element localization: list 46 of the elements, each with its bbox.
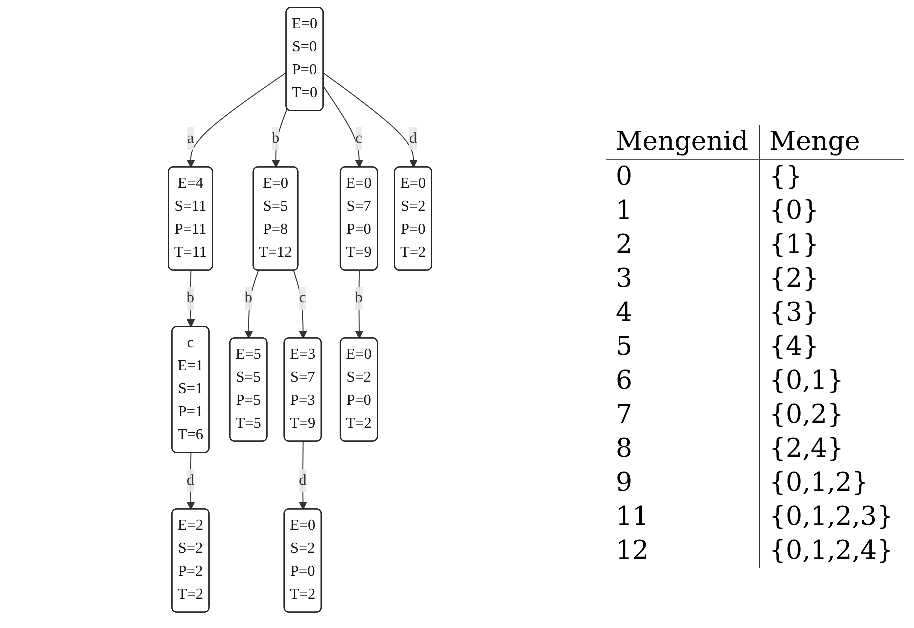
- edge-label: c: [299, 290, 306, 306]
- table-cell: {0,1}: [759, 364, 904, 398]
- edge-label: b: [186, 290, 194, 306]
- edge-label: d: [298, 472, 306, 489]
- table-cell: {2}: [759, 262, 904, 296]
- table-cell: 9: [606, 466, 759, 500]
- arrow: [323, 72, 418, 168]
- table-cell: {0,1,2}: [759, 466, 904, 500]
- table-cell: 4: [606, 296, 759, 330]
- arrow: [272, 108, 288, 168]
- arrow: [293, 270, 308, 340]
- table-cell: {0,1,2,4}: [759, 534, 904, 568]
- table-cell: 2: [606, 228, 759, 262]
- edge-label: b: [244, 290, 252, 306]
- edge-label: c: [355, 130, 362, 147]
- table-cell: {2,4}: [759, 432, 904, 466]
- edge-label: b: [272, 130, 280, 147]
- arrow: [355, 270, 364, 340]
- table-cell: 0: [606, 160, 759, 194]
- table-cell: 5: [606, 330, 759, 364]
- edge-label: d: [409, 130, 417, 147]
- table-cell: {0}: [759, 194, 904, 228]
- arrow: [244, 270, 259, 340]
- arrow: [186, 72, 287, 168]
- table-cell: 6: [606, 364, 759, 398]
- table-cell: {0,2}: [759, 398, 904, 432]
- table-cell: 8: [606, 432, 759, 466]
- table-cell: 3: [606, 262, 759, 296]
- edge-label: a: [187, 130, 194, 147]
- edge-label: b: [355, 290, 363, 306]
- arrow: [186, 270, 196, 328]
- edge-label: d: [186, 472, 194, 489]
- table-cell: {4}: [759, 330, 904, 364]
- table-cell: {1}: [759, 228, 904, 262]
- table-cell: 12: [606, 534, 759, 568]
- arrow: [186, 452, 196, 510]
- column-header: Menge: [759, 125, 904, 160]
- column-header: Mengenid: [606, 125, 759, 160]
- table-cell: 1: [606, 194, 759, 228]
- table-cell: 7: [606, 398, 759, 432]
- arrow: [323, 86, 364, 168]
- table-cell: {}: [759, 160, 904, 194]
- table-cell: 11: [606, 500, 759, 534]
- table-cell: {0,1,2,3}: [759, 500, 904, 534]
- arrow: [298, 441, 308, 510]
- table-cell: {3}: [759, 296, 904, 330]
